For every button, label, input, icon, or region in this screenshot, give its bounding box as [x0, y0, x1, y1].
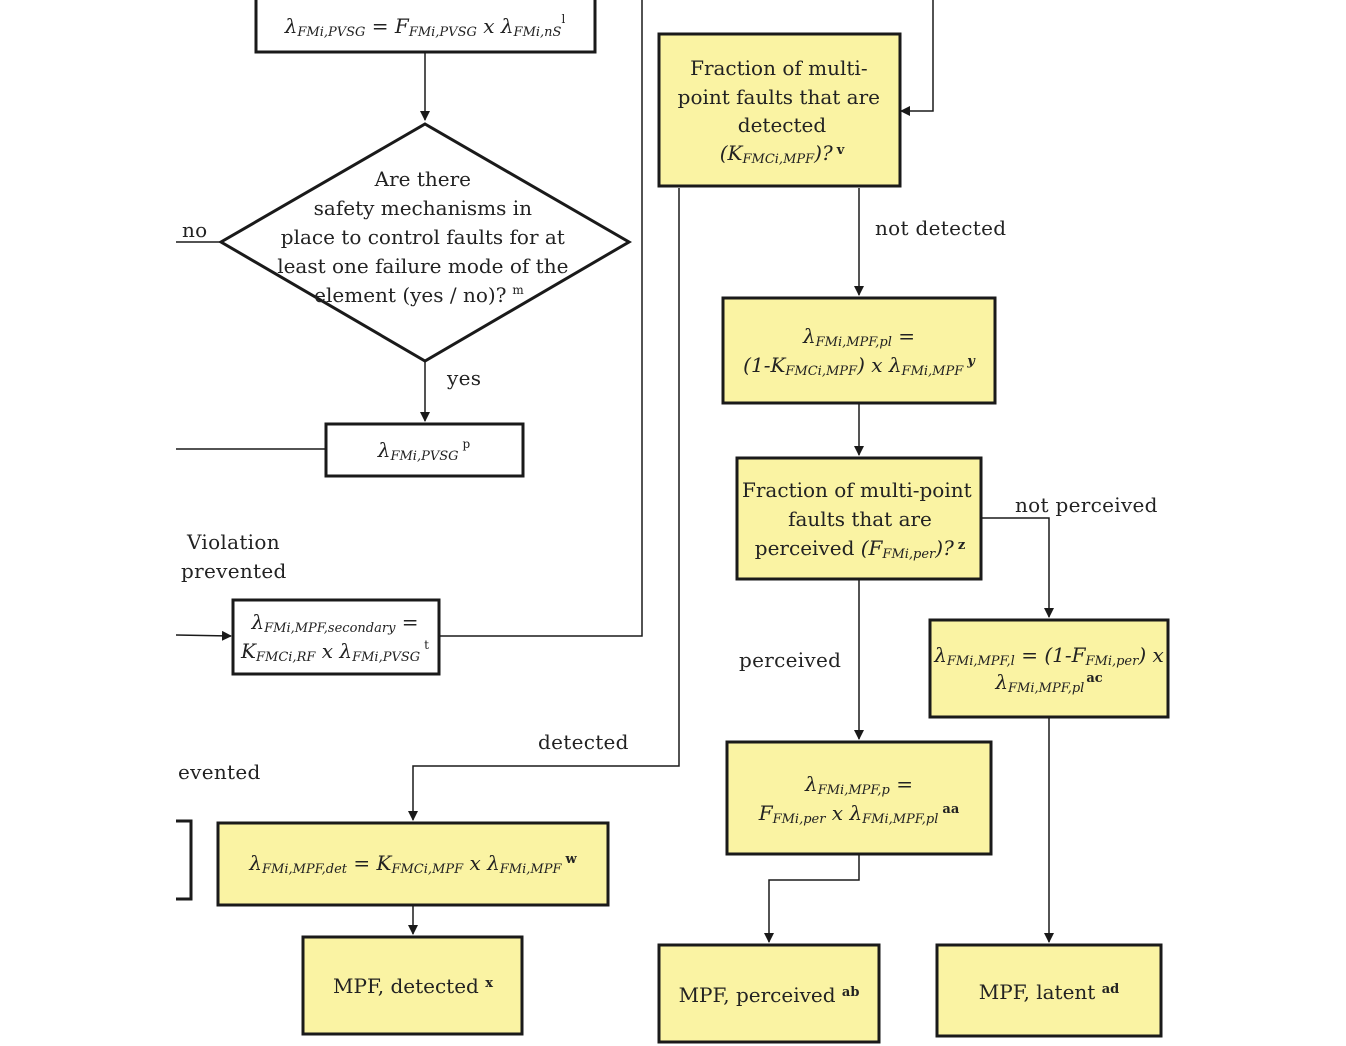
label-not-perceived: not perceived — [1015, 493, 1158, 517]
node-mpf-secondary: λFMi,MPF,secondary = KFMCi,RF x λFMi,PVS… — [231, 598, 441, 676]
node-pvsg-formula: λFMi,PVSG = FFMi,PVSG x λFMi,nSl — [254, 0, 597, 54]
svg-text:MPF, detected x: MPF, detected x — [333, 974, 493, 998]
svg-text:λFMi,MPF,secondary =: λFMi,MPF,secondary = — [250, 610, 418, 636]
node-mpf-pl-formula: λFMi,MPF,pl = (1-KFMCi,MPF) x λFMi,MPFy — [721, 296, 997, 405]
label-no: no — [182, 218, 208, 242]
svg-text:λFMi,MPF,det = KFMCi,MPF x λFM: λFMi,MPF,det = KFMCi,MPF x λFMi,MPFw — [248, 851, 577, 877]
node-mpf-detected: MPF, detected x — [301, 935, 524, 1036]
svg-text:MPF, latent ad: MPF, latent ad — [979, 980, 1119, 1004]
svg-text:λFMi,MPF,plac: λFMi,MPF,plac — [994, 670, 1102, 696]
edge-into-secondary — [175, 630, 232, 641]
svg-text:Are there safety mechani: Are there safety mechanisms in place to … — [277, 167, 575, 307]
edge-not-perceived — [982, 517, 1054, 618]
svg-text:λFMi,PVSGp: λFMi,PVSGp — [377, 437, 471, 464]
svg-text:FFMi,per x λFMi,MPF,plaa: FFMi,per x λFMi,MPF,plaa — [758, 801, 960, 827]
edge-secondary-up — [440, 0, 643, 637]
label-evented: evented — [178, 760, 261, 784]
svg-text:MPF, perceived ab: MPF, perceived ab — [679, 983, 860, 1007]
svg-text:λFMi,MPF,l = (1-FFMi,per) x: λFMi,MPF,l = (1-FFMi,per) x — [933, 643, 1164, 669]
svg-text:(1-KFMCi,MPF) x λFMi,MPFy: (1-KFMCi,MPF) x λFMi,MPFy — [743, 353, 976, 379]
label-violation: Violation — [186, 530, 280, 554]
left-bracket — [176, 819, 193, 901]
connectors — [175, 0, 1054, 943]
node-mpf-p-formula: λFMi,MPF,p = FFMi,per x λFMi,MPF,plaa — [725, 740, 993, 856]
svg-text:(KFMCi,MPF)?v: (KFMCi,MPF)?v — [720, 141, 845, 167]
edge-detected — [408, 188, 680, 821]
edge-labels: no yes not detected not perceived percei… — [178, 216, 1158, 784]
svg-text:Fraction of multi-point: Fraction of multi-point faults that are — [742, 478, 978, 531]
edge-p-to-perceived — [764, 855, 860, 943]
svg-text:perceived (FFMi,per)?z: perceived (FFMi,per)?z — [755, 536, 965, 562]
svg-text:λFMi,PVSG = FFMi,PVSG x λFMi,n: λFMi,PVSG = FFMi,PVSG x λFMi,nSl — [284, 12, 566, 40]
node-mpf-detected-fraction: Fraction of multi- point faults that are… — [657, 32, 902, 188]
node-mpf-det-formula: λFMi,MPF,det = KFMCi,MPF x λFMi,MPFw — [216, 821, 610, 907]
label-detected: detected — [538, 730, 629, 754]
node-mpf-perceived-fraction: Fraction of multi-point faults that are … — [735, 456, 983, 581]
svg-text:KFMCi,RF x λFMi,PVSGt: KFMCi,RF x λFMi,PVSGt — [240, 638, 429, 665]
edge-top-into-fraction — [900, 0, 934, 116]
label-prevented: prevented — [181, 559, 287, 583]
node-safety-decision: Are there safety mechanisms in place to … — [218, 122, 632, 363]
label-perceived: perceived — [739, 648, 841, 672]
svg-text:λFMi,MPF,p =: λFMi,MPF,p = — [804, 772, 913, 798]
label-yes: yes — [446, 366, 481, 390]
node-mpf-latent-formula: λFMi,MPF,l = (1-FFMi,per) x λFMi,MPF,pla… — [928, 618, 1170, 719]
node-mpf-perceived: MPF, perceived ab — [657, 943, 881, 1044]
svg-text:Fraction of multi- point: Fraction of multi- point faults that are… — [678, 56, 887, 137]
node-mpf-latent: MPF, latent ad — [935, 943, 1163, 1038]
node-pvsg-result: λFMi,PVSGp — [324, 422, 525, 478]
svg-text:λFMi,MPF,pl =: λFMi,MPF,pl = — [802, 324, 915, 350]
label-not-detected: not detected — [875, 216, 1006, 240]
